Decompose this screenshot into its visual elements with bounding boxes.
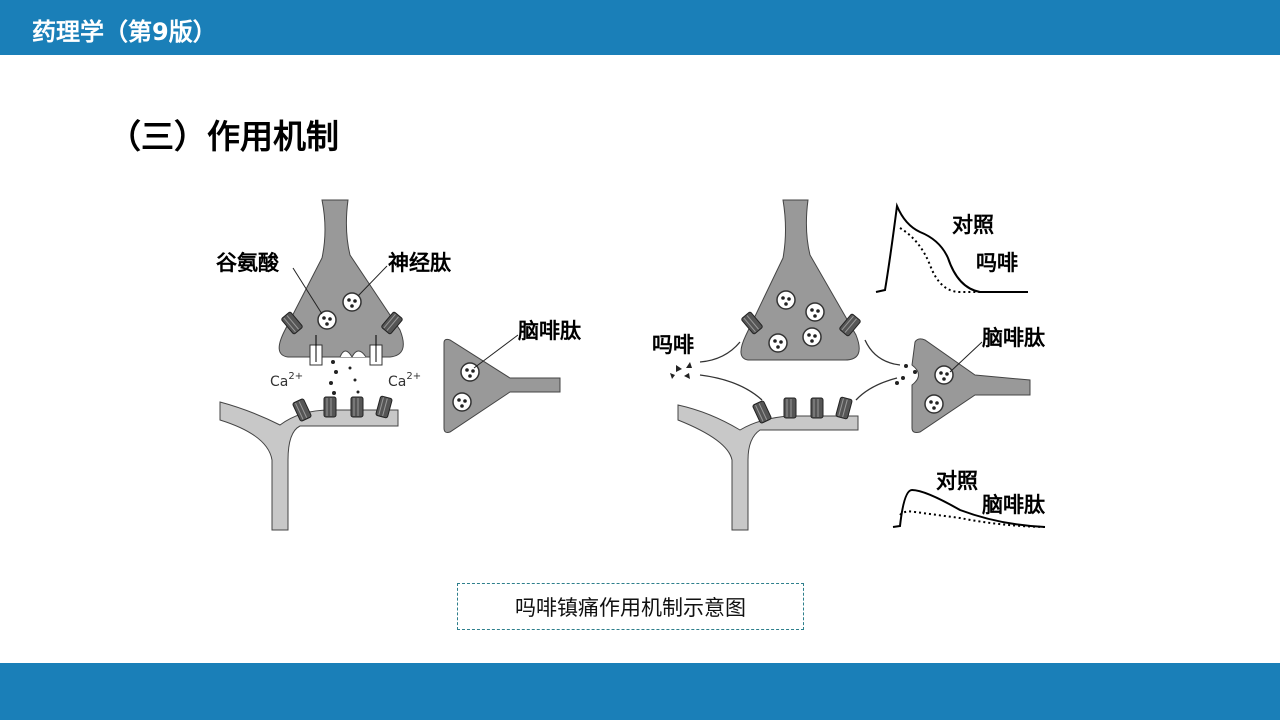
bottom-graph-control-label: 对照 [936, 468, 978, 493]
label-neuropeptide: 神经肽 [388, 250, 452, 275]
presynaptic-neuron [278, 199, 404, 358]
postsynaptic-neuron [677, 404, 859, 531]
caption-text: 吗啡镇痛作用机制示意图 [515, 595, 746, 620]
left-panel: 谷氨酸 神经肽 脑啡肽 Ca2+ Ca2+ [216, 199, 582, 531]
course-title: 药理学（第9版） [32, 18, 217, 46]
footer-bar [0, 663, 1280, 720]
morphine-molecules-icon [670, 362, 692, 379]
label-enkephalin: 脑啡肽 [518, 318, 582, 343]
top-graph-morphine-label: 吗啡 [976, 250, 1018, 275]
calcium-label: Ca [388, 374, 406, 390]
calcium-label: Ca [270, 374, 288, 390]
label-glutamate: 谷氨酸 [216, 250, 280, 275]
slide-heading: （三）作用机制 [108, 117, 339, 156]
glutamate-vesicle [317, 310, 337, 330]
label-enkephalin: 脑啡肽 [982, 325, 1046, 350]
top-graph-control-label: 对照 [952, 212, 994, 237]
presynaptic-neuron [740, 199, 860, 361]
header-bar: 药理学（第9版） [0, 0, 1280, 55]
bottom-response-graph [892, 488, 1046, 528]
right-panel: 吗啡 脑啡肽 对照 吗啡 对照 脑啡肽 [652, 199, 1046, 531]
svg-text:Ca2+: Ca2+ [388, 371, 421, 390]
top-response-graph [875, 202, 1028, 293]
figure-caption: 吗啡镇痛作用机制示意图 [457, 583, 804, 630]
label-morphine: 吗啡 [652, 332, 694, 357]
svg-text:Ca2+: Ca2+ [270, 371, 303, 390]
enkephalin-neuron [443, 338, 561, 433]
bottom-graph-enkephalin-label: 脑啡肽 [982, 492, 1046, 517]
action-arrows [699, 339, 901, 401]
postsynaptic-neuron [219, 401, 399, 531]
